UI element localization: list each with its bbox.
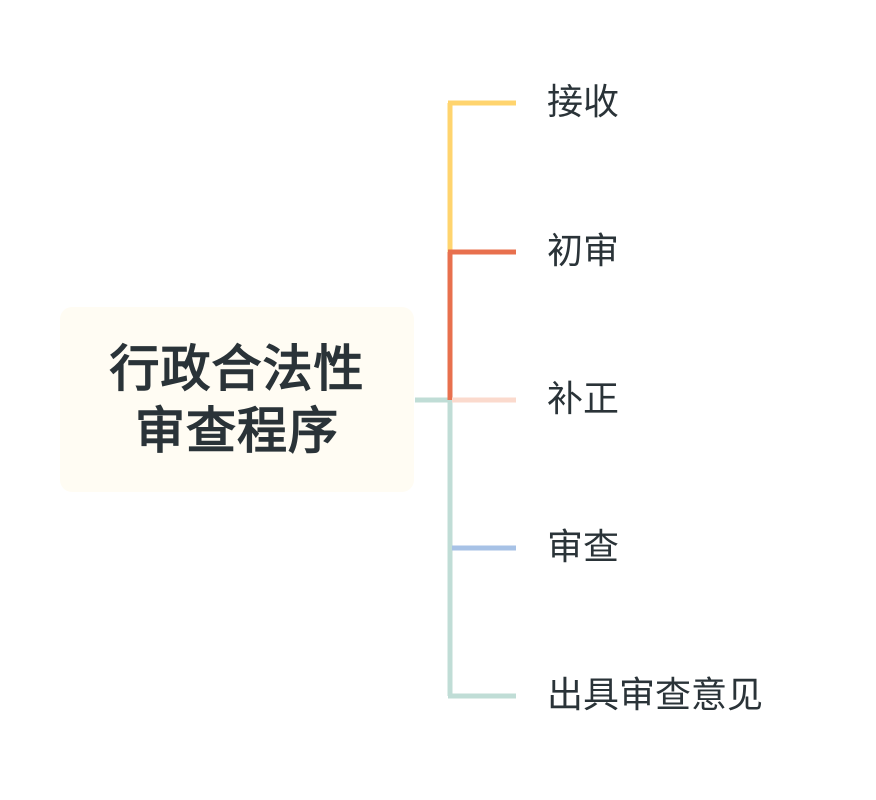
- root-topic[interactable]: 行政合法性 审查程序: [60, 307, 414, 492]
- branch-label-shencha[interactable]: 审查: [547, 527, 620, 568]
- branch-label-chuju[interactable]: 出具审查意见: [547, 675, 764, 716]
- branch-label-buzheng[interactable]: 补正: [547, 379, 620, 420]
- branch-label-chushen[interactable]: 初审: [547, 231, 620, 272]
- root-topic-line-1: 行政合法性: [109, 339, 365, 398]
- root-topic-line-2: 审查程序: [135, 401, 339, 460]
- branch-label-jieshou[interactable]: 接收: [547, 82, 620, 123]
